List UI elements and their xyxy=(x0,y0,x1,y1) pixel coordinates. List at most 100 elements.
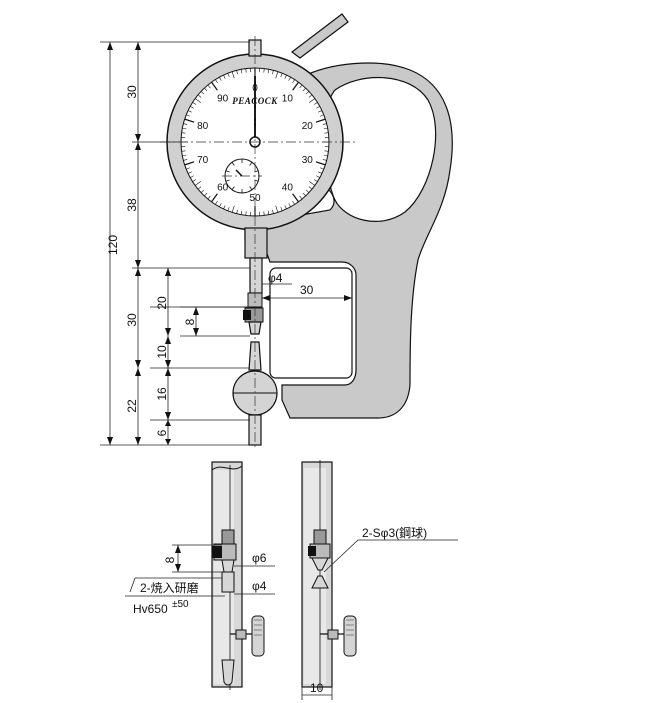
dial-tick xyxy=(315,161,326,166)
detail-right: 2-Sφ3(鋼球) 10 xyxy=(301,460,458,700)
dial-tick xyxy=(245,211,247,216)
dial-tick xyxy=(275,205,279,213)
dial-tick xyxy=(181,132,186,134)
dial-tick xyxy=(302,87,306,92)
dial-tick xyxy=(194,181,201,186)
dial-tick xyxy=(280,73,283,78)
dial-tick xyxy=(190,175,194,178)
dial-tick xyxy=(324,150,329,152)
upper-contact-dark xyxy=(243,310,251,320)
detail-left-dia-lower: φ4 xyxy=(252,579,267,593)
dim-dial-lower: 38 xyxy=(125,198,139,212)
counter-tick xyxy=(231,162,235,166)
detail-left-height: 8 xyxy=(163,556,177,563)
dim-total-height: 120 xyxy=(106,235,120,255)
detail-left-tolerance: ±50 xyxy=(172,599,189,610)
dial-tick xyxy=(192,102,197,105)
dial-tick xyxy=(309,181,316,186)
dim-frame-16: 16 xyxy=(155,387,169,401)
dial-tick xyxy=(240,210,243,215)
main-dimensions: 120 30 38 30 22 20 8 10 16 xyxy=(100,41,352,446)
dial-tick xyxy=(309,98,316,103)
dial-tick xyxy=(211,193,218,203)
dial-tick xyxy=(288,77,291,81)
dial-tick xyxy=(186,114,191,117)
counter-tick xyxy=(231,186,235,190)
detail-left-dia-upper: φ6 xyxy=(252,551,267,565)
dial-tick xyxy=(236,70,238,75)
dial-tick xyxy=(313,102,318,105)
dial-number: 80 xyxy=(197,121,209,132)
dim-throat-depth: 30 xyxy=(300,283,314,297)
detail-left-note-2: Hv650 xyxy=(133,602,168,616)
dim-gap-10: 10 xyxy=(155,345,169,359)
dim-contact-length: 8 xyxy=(183,318,197,325)
dial-tick xyxy=(316,106,320,109)
dial-tick xyxy=(211,81,218,91)
detail-left-note-1: 2-焼入研磨 xyxy=(140,581,199,595)
dial-tick xyxy=(318,110,323,113)
counter-tick xyxy=(249,162,253,166)
dial-tick xyxy=(292,79,295,84)
dial-tick xyxy=(322,159,327,161)
dial-tick xyxy=(305,189,310,193)
dial-tick xyxy=(313,179,318,182)
dial-tick xyxy=(299,195,303,200)
dial-tick xyxy=(215,200,218,205)
dial-tick xyxy=(227,206,230,211)
dial-tick xyxy=(227,73,230,78)
dim-anvil-gap: 20 xyxy=(155,296,169,310)
dial-tick xyxy=(318,171,323,174)
dial-tick xyxy=(223,205,226,210)
dial-tick xyxy=(181,150,186,152)
dial-number: 60 xyxy=(217,182,229,193)
dial-tick xyxy=(305,91,310,95)
dial-tick xyxy=(190,106,194,109)
dial-tick xyxy=(308,186,313,190)
dial-tick xyxy=(192,179,197,182)
dial-tick xyxy=(207,84,211,89)
dim-tip-6: 6 xyxy=(155,429,169,436)
dial-tick xyxy=(263,68,265,73)
gauge-frame xyxy=(244,13,453,419)
dial-tick xyxy=(182,154,187,157)
dial-tick xyxy=(186,167,191,170)
dial-number: 30 xyxy=(302,155,314,166)
dial-tick xyxy=(284,74,287,79)
detail-right-width: 10 xyxy=(310,681,324,695)
detail-right-note: 2-Sφ3(鋼球) xyxy=(362,526,427,540)
dial-tick xyxy=(267,210,270,215)
dial-tick xyxy=(292,200,295,205)
counter-needle xyxy=(235,169,243,177)
dial-number: 10 xyxy=(282,94,294,105)
dial-tick xyxy=(184,161,195,166)
dial-tick xyxy=(182,127,187,130)
dial-tick xyxy=(200,91,205,95)
dial-tick xyxy=(324,132,329,134)
dial-tick xyxy=(323,127,328,130)
dial-number: 40 xyxy=(282,182,294,193)
dial-tick xyxy=(204,87,208,92)
counter-tick xyxy=(225,179,230,182)
dial-tick xyxy=(197,94,202,98)
counter-dial-ticks xyxy=(225,159,259,193)
dial-tick xyxy=(207,195,211,200)
dial-tick xyxy=(292,81,299,91)
dial-tick xyxy=(275,71,279,79)
dim-dial-upper: 30 xyxy=(125,85,139,99)
dial-tick xyxy=(183,123,188,125)
dial-tick xyxy=(215,79,218,84)
dial-tick xyxy=(183,159,188,161)
dial-tick xyxy=(219,203,222,207)
dial-tick xyxy=(315,118,326,123)
dial-tick xyxy=(231,71,235,79)
dial-tick xyxy=(299,84,303,89)
dial-number: 90 xyxy=(217,94,229,105)
dial-ticks xyxy=(181,68,329,216)
dial-tick xyxy=(219,77,222,81)
dial-tick xyxy=(267,69,270,74)
dial-tick xyxy=(280,206,283,211)
dial-tick xyxy=(187,171,192,174)
dial-tick xyxy=(284,205,287,210)
